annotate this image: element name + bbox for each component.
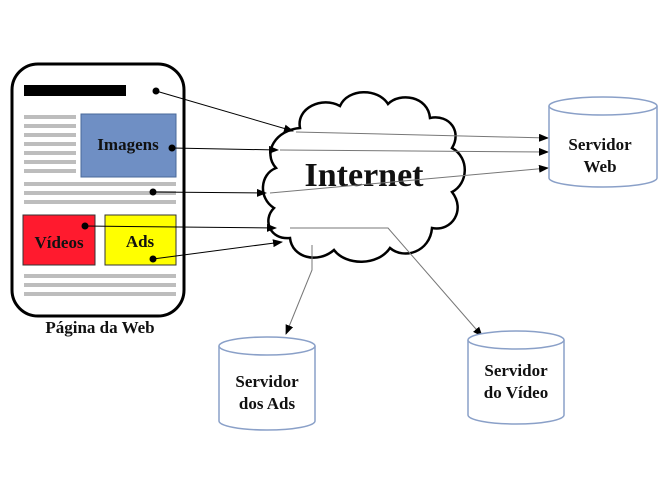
videos-label: Vídeos — [34, 233, 84, 252]
server-video-label-2: do Vídeo — [484, 383, 548, 402]
server-video-body — [467, 340, 565, 425]
arrow-internet-to-web-2 — [279, 147, 549, 156]
server-web-body — [548, 106, 658, 188]
web-page-frame — [10, 62, 186, 318]
server-ads-label-1: Servidor — [235, 372, 299, 391]
server-video: Servidor do Vídeo — [467, 330, 565, 425]
images-box — [80, 113, 177, 178]
arrow-internet-to-video — [290, 227, 483, 337]
arrow-internet-to-ads — [285, 245, 313, 335]
internet-cloud: Internet — [261, 91, 466, 263]
server-web-label-1: Servidor — [568, 135, 632, 154]
internet-to-server-arrows — [269, 131, 549, 337]
arrow-title-to-internet — [155, 90, 294, 133]
server-ads: Servidor dos Ads — [218, 336, 316, 431]
server-video-top — [467, 330, 565, 350]
server-web: Servidor Web — [548, 96, 658, 188]
page-title-bar — [24, 85, 126, 96]
arrow-internet-to-web-3 — [269, 164, 549, 194]
arrow-videos-to-internet — [84, 223, 277, 232]
images-label: Imagens — [97, 135, 159, 154]
server-web-label-2: Web — [583, 157, 616, 176]
ads-label: Ads — [126, 232, 155, 251]
text-lines-bottom — [24, 274, 176, 296]
server-video-label-1: Servidor — [484, 361, 548, 380]
server-web-top — [548, 96, 658, 116]
web-page: Imagens Vídeos Ads Página da Web — [10, 62, 186, 337]
page-to-internet-arrows — [84, 90, 294, 260]
web-page-caption: Página da Web — [45, 318, 154, 337]
arrow-ads-to-internet — [152, 239, 283, 260]
server-ads-label-2: dos Ads — [239, 394, 296, 413]
arrow-text-to-internet — [152, 188, 267, 197]
server-ads-body — [218, 346, 316, 431]
arrow-internet-to-web-1 — [295, 131, 549, 142]
arrow-images-to-internet — [171, 145, 279, 154]
server-ads-top — [218, 336, 316, 356]
ads-box — [104, 214, 177, 266]
text-lines-top — [24, 115, 76, 173]
